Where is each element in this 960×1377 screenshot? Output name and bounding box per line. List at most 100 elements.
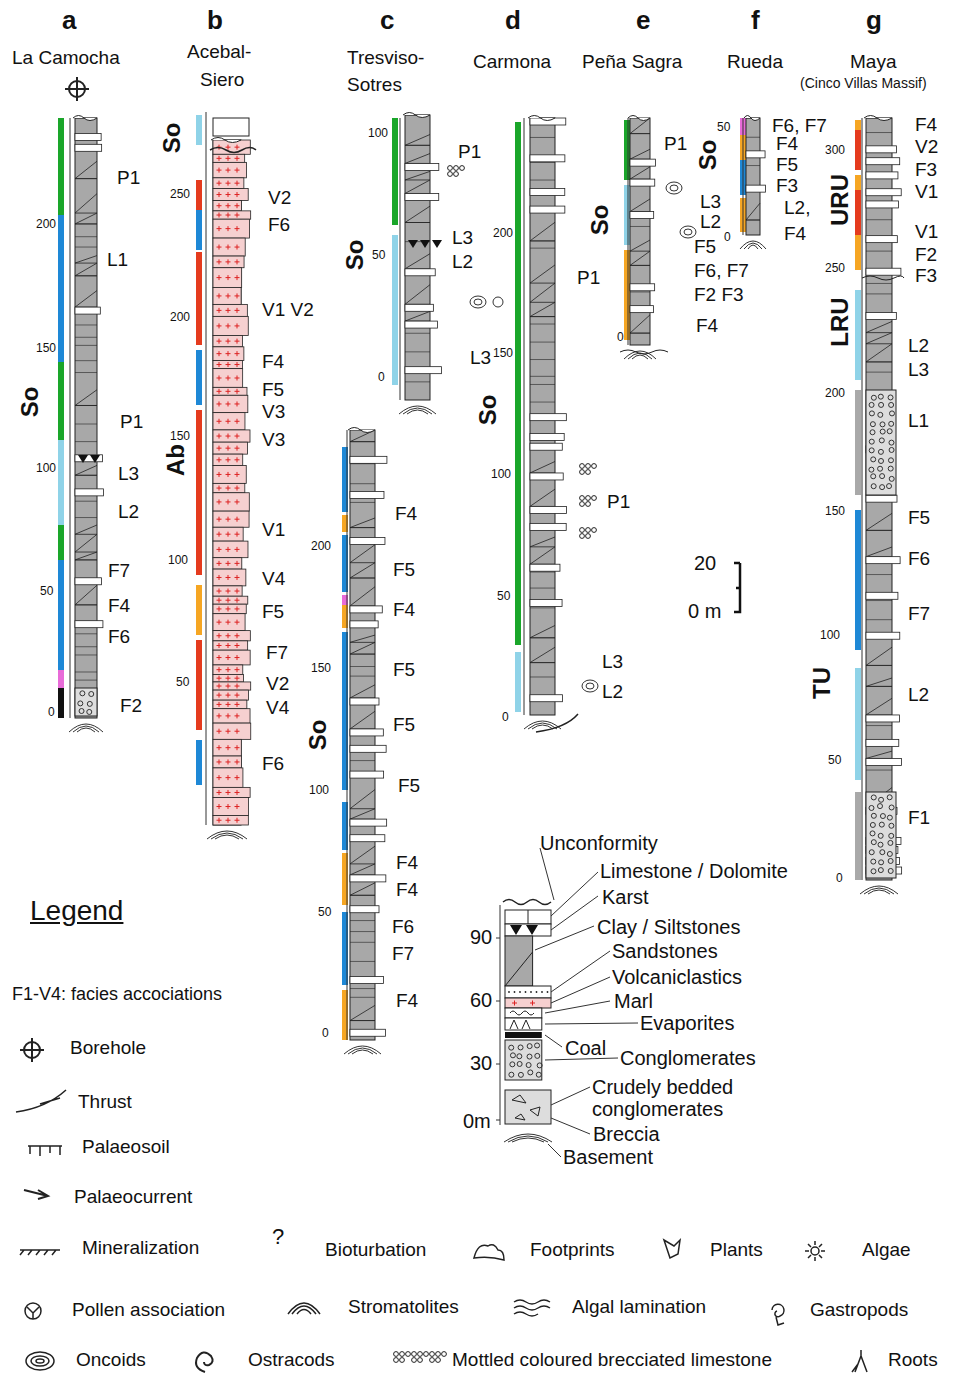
limestone-bed (530, 523, 566, 530)
label: 60 (470, 989, 492, 1011)
volcanic-cross (226, 589, 231, 594)
sandstone-wedge (530, 283, 555, 302)
bed-line (350, 562, 375, 563)
volcanic-cross (217, 245, 222, 250)
volcanic-cross (217, 362, 222, 367)
label: F6 (262, 754, 284, 775)
pebble (888, 858, 893, 863)
volcanic-cross (226, 702, 231, 707)
facies-bar (855, 290, 861, 380)
volcanic-cross (217, 589, 222, 594)
legend-sample (536, 991, 538, 993)
bed-line (75, 223, 97, 224)
bed-line (350, 920, 375, 921)
volcanic-cross (226, 446, 231, 451)
label: P1 (577, 268, 600, 289)
limestone-bed (213, 118, 249, 136)
label: Legend (30, 896, 123, 927)
mottled-symbol (592, 528, 597, 533)
bed-line (405, 145, 430, 146)
volcaniclastic-bed (213, 569, 246, 586)
axis-line (70, 118, 71, 718)
label: So (159, 123, 185, 154)
label: So (342, 240, 368, 271)
conglomerate (866, 390, 896, 495)
legend-tick (496, 938, 500, 939)
unconformity-top (864, 116, 892, 121)
label: Sotres (347, 75, 402, 96)
pebble (527, 1044, 532, 1049)
label: L2 (452, 252, 473, 273)
bed-line (866, 530, 892, 531)
pebble (869, 402, 874, 407)
pebble (871, 795, 876, 800)
label: 150 (36, 342, 56, 355)
sandstone-wedge (350, 864, 375, 875)
volcanic-cross (226, 667, 231, 672)
axis-line (206, 112, 207, 825)
bed-line (746, 165, 760, 166)
label: L3 (700, 192, 721, 213)
volcaniclastic-bed (213, 483, 245, 492)
algae-symbol (493, 297, 503, 307)
pebble (878, 842, 883, 847)
volcaniclastic-bed (213, 798, 248, 816)
thrust-symbol (536, 714, 578, 732)
volcanic-cross (217, 561, 222, 566)
volcanic-cross (217, 192, 222, 197)
basement-symbol (403, 408, 432, 414)
label: P1 (117, 168, 140, 189)
pebble (527, 1054, 532, 1059)
volcanic-cross (235, 818, 240, 823)
pebble (888, 458, 893, 463)
volcaniclastic-bed (213, 558, 242, 569)
sandstone-wedge (350, 711, 375, 729)
bed-line (350, 463, 375, 464)
volcanic-cross (226, 293, 231, 298)
legend-text: Oncoids (76, 1350, 146, 1371)
volcanic-cross (235, 745, 240, 750)
icon-roots (852, 1350, 867, 1372)
volcaniclastic-bed (213, 739, 241, 756)
limestone-bed (530, 155, 565, 162)
bed-line (866, 361, 892, 362)
sandstone-wedge (530, 461, 555, 472)
mottled-symbol (448, 166, 453, 171)
label: 50 (176, 676, 189, 689)
legend-sample (505, 998, 551, 1008)
mottled-symbol (586, 470, 591, 475)
label: b (207, 6, 223, 35)
bed-line (746, 220, 760, 221)
legend-sample (510, 1020, 530, 1029)
volcanic-cross (235, 181, 240, 186)
pebble (510, 1053, 515, 1058)
mottled-symbol (580, 502, 585, 507)
label: 100 (36, 462, 56, 475)
legend-text: Coal (565, 1037, 606, 1059)
volcanic-cross (226, 655, 231, 660)
volcaniclastic-bed (213, 268, 242, 288)
volcaniclastic-bed (213, 335, 242, 346)
mottled-symbol (454, 172, 459, 177)
limestone-bed (530, 473, 563, 480)
pebble (880, 422, 885, 427)
volcaniclastic-bed (213, 304, 247, 316)
volcanic-cross (235, 589, 240, 594)
limestone-bed (350, 698, 379, 705)
legend-sample (510, 1011, 534, 1015)
sandstone-wedge (350, 809, 375, 819)
volcaniclastic-bed (213, 768, 243, 787)
facies-bar (196, 740, 202, 785)
volcanic-cross (235, 499, 240, 504)
volcanic-cross (226, 226, 231, 231)
volcanic-cross (226, 693, 231, 698)
limestone-bed (530, 206, 565, 213)
limestone-bed (75, 133, 101, 140)
volcanic-cross (217, 446, 222, 451)
pebble (87, 709, 92, 714)
icon-oncoids (26, 1352, 54, 1370)
label: V2 (268, 188, 291, 209)
label: 100 (820, 629, 840, 642)
label: L2, (784, 198, 810, 219)
volcaniclastic-bed (213, 178, 244, 189)
